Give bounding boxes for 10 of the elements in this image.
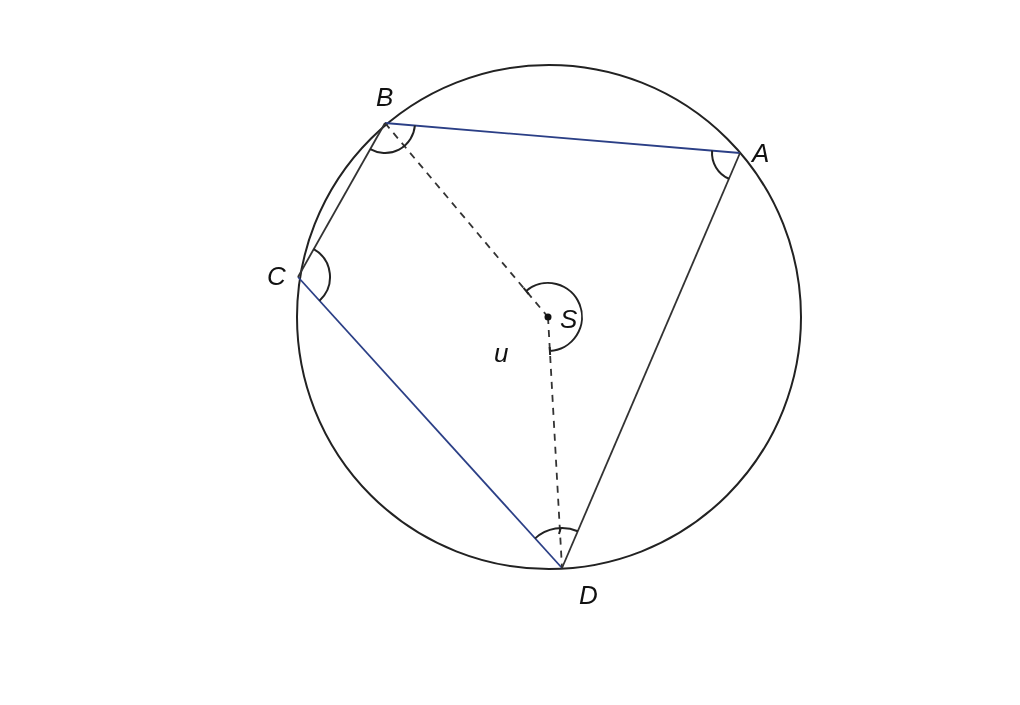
line-segment: [384, 122, 741, 154]
angle-label: u: [494, 340, 509, 366]
line-segment: [297, 276, 563, 569]
point-label: D: [579, 582, 598, 608]
point-label: A: [752, 140, 770, 166]
point-label: C: [267, 263, 286, 289]
line-segment: [561, 152, 741, 569]
line-segment: [297, 122, 386, 278]
point-label: B: [376, 84, 394, 110]
point-label: S: [560, 306, 578, 332]
